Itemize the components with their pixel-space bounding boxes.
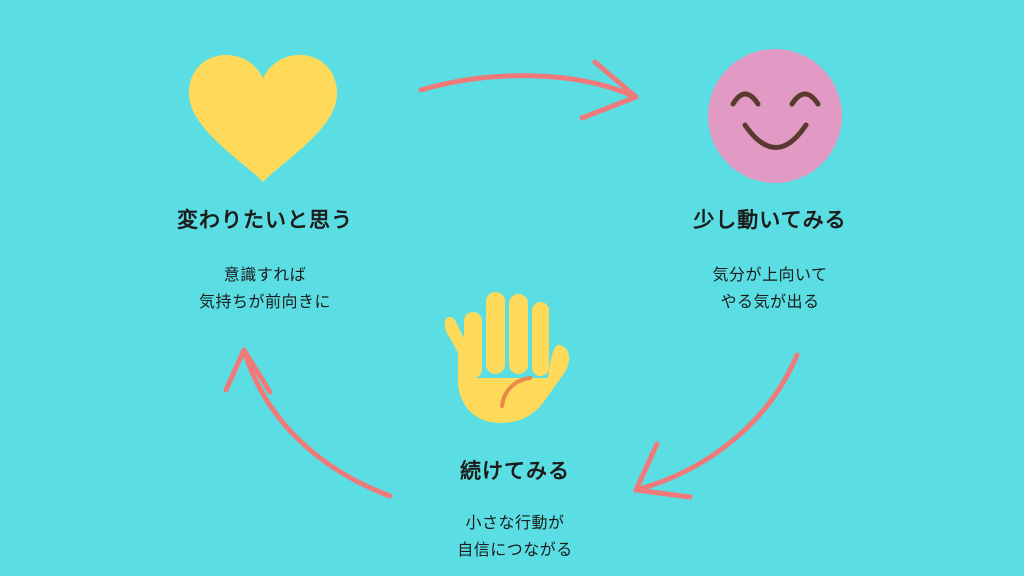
step-description: 意識すれば 気持ちが前向きに [140,261,390,315]
step-title: 少し動いてみる [693,208,847,232]
desc-line: 小さな行動が [465,513,565,532]
arrow-to-left [223,347,393,499]
step-try-moving: 少し動いてみる 気分が上向いて やる気が出る [660,204,880,315]
desc-line: 気持ちが前向きに [198,292,331,311]
desc-line: 意識すれば [223,265,307,284]
step-description: 小さな行動が 自信につながる [395,509,635,563]
arrow-to-right [418,59,639,121]
step-title: 変わりたいと思う [177,208,353,232]
desc-line: 気分が上向いて [712,265,828,284]
step-keep-going: 続けてみる 小さな行動が 自信につながる [395,455,635,563]
desc-line: やる気が出る [720,292,820,311]
step-description: 気分が上向いて やる気が出る [660,261,880,315]
step-want-to-change: 変わりたいと思う 意識すれば 気持ちが前向きに [140,204,390,315]
arrow-to-bottom [633,352,800,500]
raised-hand-icon [444,292,570,423]
desc-line: 自信につながる [457,540,573,559]
smiling-face-icon [708,49,842,183]
step-title: 続けてみる [460,459,570,483]
heart-icon [188,55,338,182]
